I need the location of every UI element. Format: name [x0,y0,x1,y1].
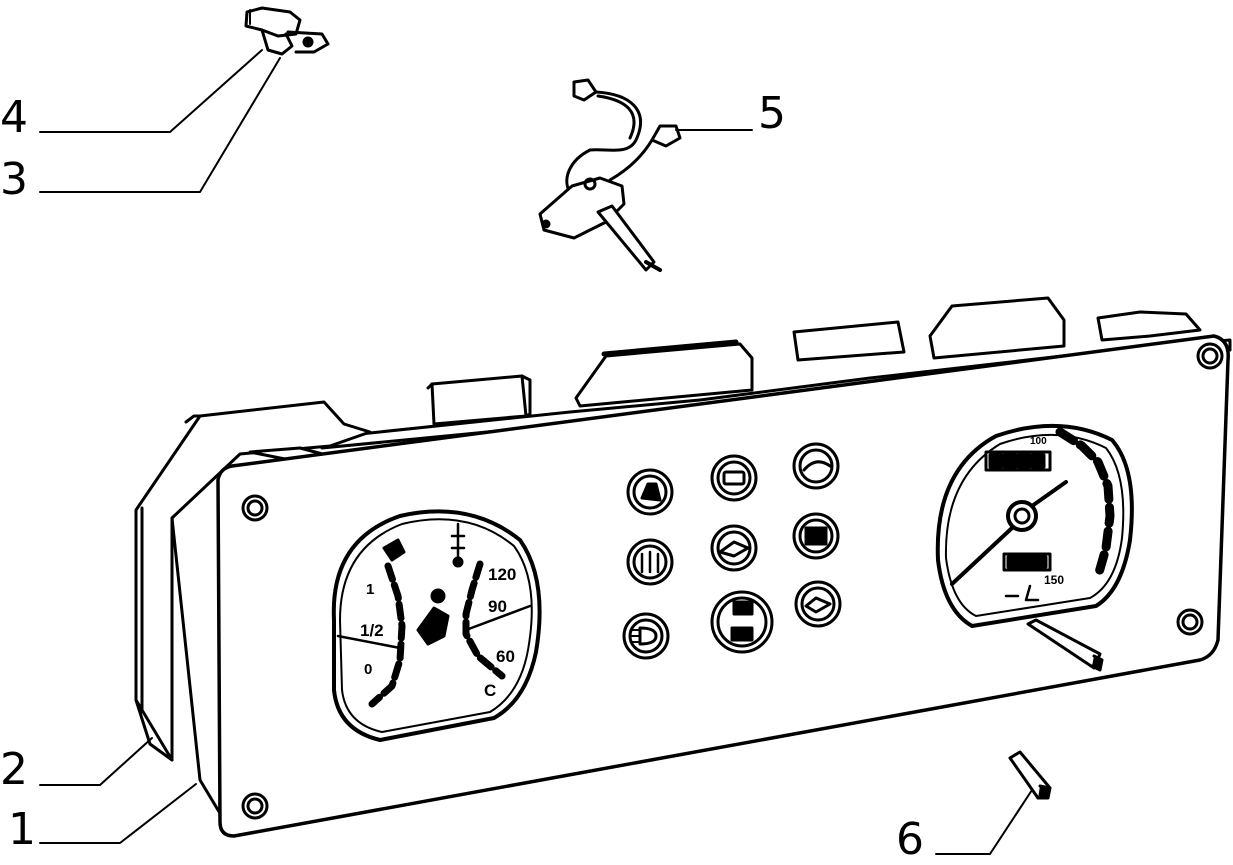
leader-lines [39,49,1033,855]
screw-holes [241,342,1224,820]
warning-lamp-seatbelt-icon [626,468,674,516]
leader-line-4 [39,49,263,133]
warning-lamp-dipped-beam-icon [622,612,670,660]
callout-2: 2 [0,744,28,795]
fuel-tick-full: 1 [366,581,374,598]
speed-mark-150: 150 [1044,573,1064,587]
leader-line-3 [39,57,281,193]
fuel-temp-gauge [331,509,542,742]
callout-6: 6 [896,814,924,865]
callout-1: 1 [8,804,36,855]
fuel-temp-gauge-labels: 1 1/2 0 120 90 60 C [360,565,516,700]
sender-cable-part [538,78,682,272]
warning-lamp-rear-defrost-icon [792,512,840,560]
warning-lamp-brake-icon [626,538,674,586]
leader-line-6 [935,789,1033,855]
callout-3: 3 [0,154,28,205]
warning-lamp-indicator-icon [710,524,758,572]
spare-bulb-part [1008,750,1052,800]
temp-tick-60: 60 [496,647,515,666]
speedometer-labels: 100 150 [1030,436,1064,587]
leader-line-2 [39,737,153,786]
leader-line-1 [39,783,197,844]
temp-tick-90: 90 [488,597,507,616]
warning-lamp-hazard-icon [794,580,842,628]
speedometer [935,423,1134,672]
temp-tick-c: C [484,681,496,700]
temp-tick-120: 120 [488,565,516,584]
warning-lamp-main-beam-icon [710,590,774,654]
fuel-tick-empty: 0 [364,661,372,678]
fuel-tick-half: 1/2 [360,621,384,640]
warning-lamp-battery-icon [710,454,758,502]
speed-mark-100: 100 [1030,436,1047,447]
bulb-holder-part [244,6,330,56]
odometer [984,450,1052,472]
callout-5: 5 [758,88,786,139]
warning-lamp-oil-icon [792,442,840,490]
warning-lamps [622,442,842,660]
callout-4: 4 [0,92,28,143]
